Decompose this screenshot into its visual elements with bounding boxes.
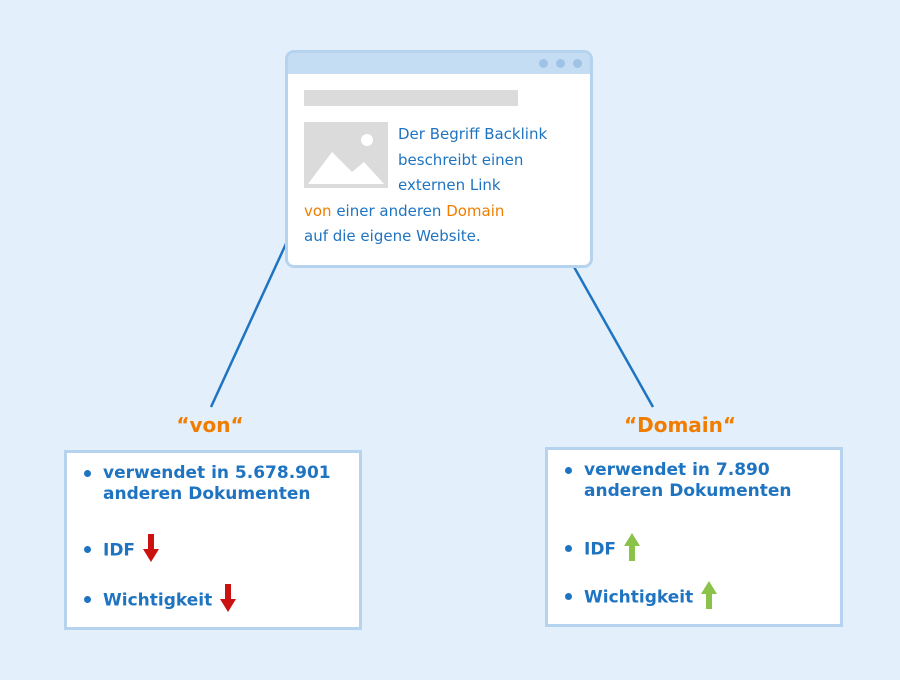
term-box-domain: verwendet in 7.890 anderen Dokumenten ID…	[545, 447, 843, 627]
snippet-fragment: einer anderen	[331, 201, 447, 220]
snippet-line: Der Begriff Backlink	[398, 125, 548, 143]
list-item-idf: IDF	[84, 534, 160, 562]
snippet-line: externen Link	[398, 176, 501, 194]
connector-von	[209, 221, 298, 408]
list-item-wichtigkeit: Wichtigkeit	[565, 581, 718, 609]
arrow-down-icon	[143, 534, 160, 562]
term-label-domain: “Domain“	[623, 413, 737, 437]
bullet	[565, 593, 572, 600]
term-box-von: verwendet in 5.678.901 anderen Dokumente…	[64, 450, 362, 630]
browser-titlebar	[288, 53, 590, 74]
idf-text: IDF	[584, 539, 617, 560]
bullet	[84, 596, 91, 603]
window-control-dot	[573, 59, 582, 68]
bullet	[565, 545, 572, 552]
idf-text: IDF	[103, 540, 136, 561]
list-item-wichtigkeit: Wichtigkeit	[84, 584, 237, 612]
text-snippet: Der Begriff Backlink beschreibt einen ex…	[304, 122, 584, 250]
arrow-up-icon	[701, 581, 718, 609]
list-item-usage: verwendet in 5.678.901 anderen Dokumente…	[84, 463, 353, 505]
snippet-line: von einer anderen Domain	[304, 199, 584, 225]
browser-window: Der Begriff Backlink beschreibt einen ex…	[285, 50, 593, 268]
snippet-line: auf die eigene Website.	[304, 227, 481, 245]
window-control-dot	[556, 59, 565, 68]
wichtigkeit-text: Wichtigkeit	[584, 587, 694, 608]
bullet	[565, 467, 572, 474]
snippet-line: beschreibt einen	[398, 150, 524, 169]
list-item-idf: IDF	[565, 533, 641, 561]
arrow-up-icon	[624, 533, 641, 561]
wichtigkeit-text: Wichtigkeit	[103, 590, 213, 611]
arrow-down-icon	[220, 584, 237, 612]
bullet	[84, 470, 91, 477]
highlight-von: von	[304, 201, 332, 220]
image-placeholder-icon	[304, 122, 388, 188]
list-item-usage: verwendet in 7.890 anderen Dokumenten	[565, 460, 834, 502]
headline-placeholder	[304, 90, 518, 106]
usage-text: verwendet in 7.890 anderen Dokumenten	[584, 460, 792, 501]
window-control-dot	[539, 59, 548, 68]
highlight-domain: Domain	[446, 201, 505, 220]
term-label-von: “von“	[176, 413, 244, 437]
bullet	[84, 546, 91, 553]
usage-text: verwendet in 5.678.901 anderen Dokumente…	[103, 463, 331, 504]
